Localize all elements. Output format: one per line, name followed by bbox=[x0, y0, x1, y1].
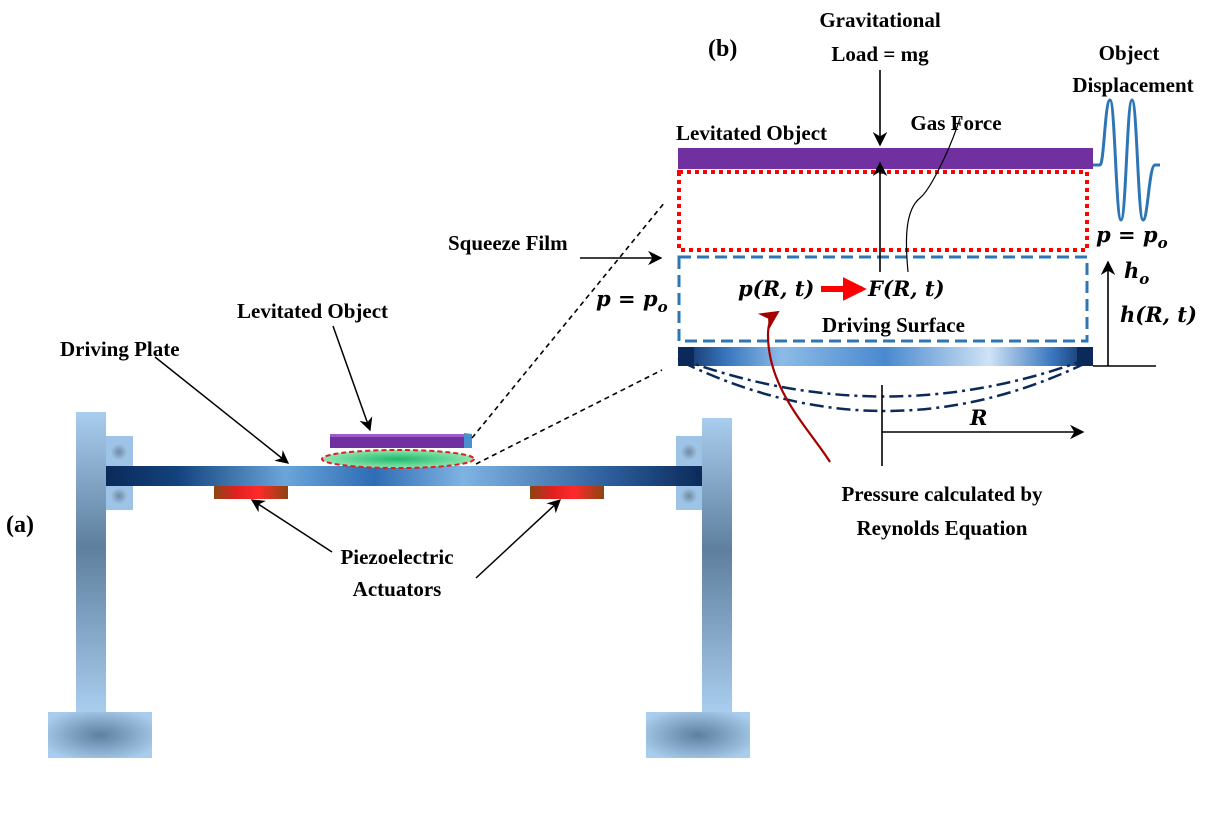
gravity-label-line2: Load = mg bbox=[831, 42, 929, 66]
driving-plate-arrow bbox=[154, 356, 290, 464]
actuators-label-line1: Piezoelectric bbox=[340, 545, 453, 569]
driving-surface-bar bbox=[678, 347, 1093, 366]
right-pillar-foot bbox=[646, 712, 750, 758]
mode-shape-curve-2 bbox=[681, 360, 1089, 413]
red-film-boundary bbox=[677, 170, 1089, 252]
boundary-pressure-right: p = po bbox=[1096, 222, 1168, 252]
levitated-object-bar bbox=[678, 148, 1093, 169]
actuator-arrow-right bbox=[475, 499, 561, 579]
levitated-object-small-right bbox=[464, 433, 472, 448]
gap-field-label: h(R, t) bbox=[1120, 302, 1197, 327]
right-pillar bbox=[702, 418, 732, 712]
reynolds-label-line2: Reynolds Equation bbox=[857, 516, 1028, 540]
levitated-object-small-edge bbox=[330, 434, 470, 437]
zoom-line-top bbox=[471, 201, 666, 439]
boundary-pressure-left: p = po bbox=[596, 286, 668, 316]
driving-plate-label: Driving Plate bbox=[60, 337, 180, 361]
actuator-arrow-left bbox=[250, 499, 333, 553]
left-clamp-bolt-bottom bbox=[111, 488, 127, 504]
displacement-wave bbox=[1093, 98, 1160, 222]
levitated-object-label-a: Levitated Object bbox=[237, 299, 388, 323]
nominal-gap-label: ho bbox=[1124, 258, 1149, 288]
radius-label: R bbox=[969, 405, 987, 430]
gas-force-leader bbox=[905, 117, 961, 273]
apparatus-panel-a: (a) Levitated Object Driving Plate Piezo… bbox=[6, 201, 750, 758]
reynolds-pointer-arrow bbox=[757, 310, 831, 463]
zoom-line-bottom bbox=[475, 369, 663, 465]
panel-b-label: (b) bbox=[708, 36, 737, 62]
squeeze-film-zone bbox=[321, 449, 475, 469]
levitated-object-small bbox=[330, 434, 470, 448]
left-clamp-bolt-top bbox=[111, 444, 127, 460]
piezo-actuator-right bbox=[530, 486, 604, 499]
displacement-label-line1: Object bbox=[1099, 41, 1160, 65]
levitated-object-arrow bbox=[332, 325, 373, 432]
actuators-label-line2: Actuators bbox=[353, 577, 442, 601]
driving-surface-label: Driving Surface bbox=[822, 313, 965, 337]
mode-shape-curve-1 bbox=[677, 356, 1091, 398]
pressure-field-label: p(R, t) bbox=[738, 276, 814, 301]
left-pillar bbox=[76, 412, 106, 712]
right-clamp-bolt-top bbox=[681, 444, 697, 460]
panel-a-label: (a) bbox=[6, 512, 34, 538]
driving-plate bbox=[106, 466, 702, 486]
reynolds-label-line1: Pressure calculated by bbox=[841, 482, 1043, 506]
left-pillar-foot bbox=[48, 712, 152, 758]
displacement-label-line2: Displacement bbox=[1072, 73, 1193, 97]
blue-film-boundary bbox=[677, 255, 1089, 343]
piezo-actuator-left bbox=[214, 486, 288, 499]
right-clamp-bolt-bottom bbox=[681, 488, 697, 504]
squeeze-film-panel-b: (b) Gravitational Load = mg Gas Force Ob… bbox=[448, 8, 1197, 540]
force-field-label: F(R, t) bbox=[867, 276, 945, 301]
gravity-label-line1: Gravitational bbox=[819, 8, 940, 32]
levitated-object-label-b: Levitated Object bbox=[676, 121, 827, 145]
squeeze-film-label: Squeeze Film bbox=[448, 231, 568, 255]
